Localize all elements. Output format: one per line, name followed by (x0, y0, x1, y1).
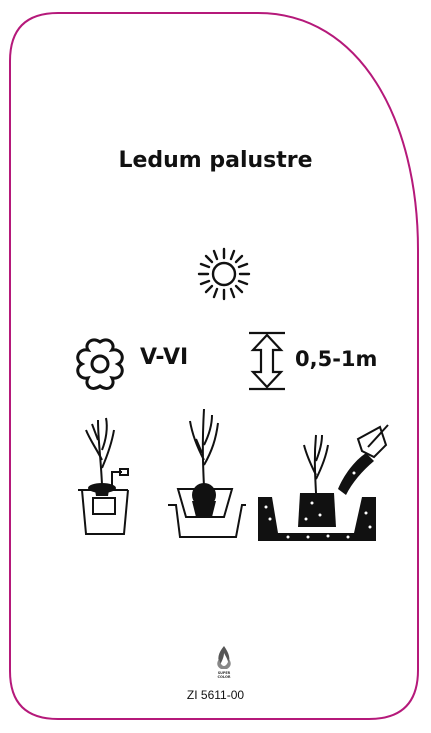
remove-pot-icon (168, 408, 246, 538)
bloom-period: V-VI (140, 345, 189, 370)
svg-text:COLOR: COLOR (218, 675, 231, 679)
plant-height: 0,5-1m (295, 347, 378, 371)
plant-name: Ledum palustre (118, 148, 313, 173)
product-code: ZI 5611-00 (186, 688, 245, 702)
full-sun-icon (197, 247, 251, 301)
water-bucket-icon (78, 417, 129, 535)
plant-and-fill-soil-icon (258, 424, 389, 541)
super-color-logo: SUPER COLOR (217, 646, 231, 679)
svg-text:SUPER: SUPER (218, 671, 231, 675)
height-arrow-icon (249, 331, 285, 391)
flower-icon (76, 338, 124, 390)
